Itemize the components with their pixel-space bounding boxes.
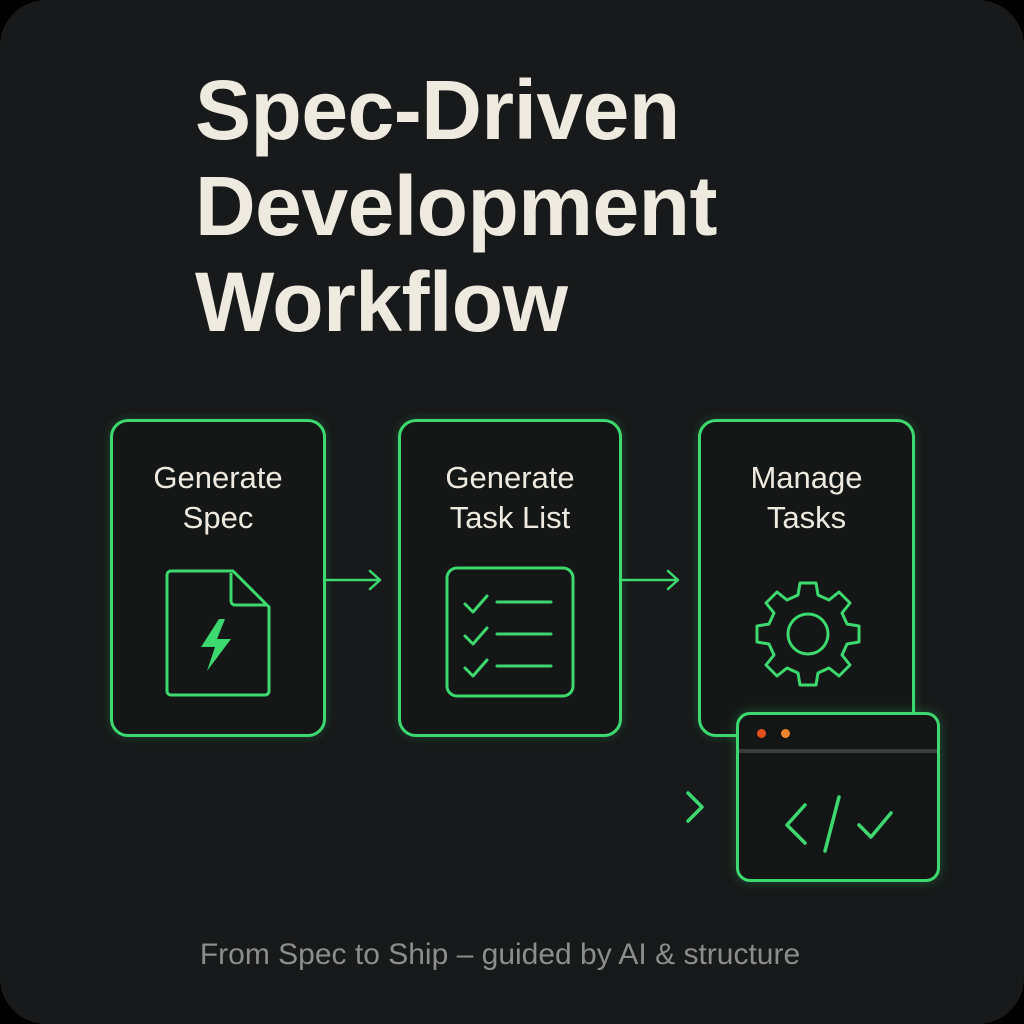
step-label: Manage Tasks <box>701 458 912 538</box>
step-label: Generate Spec <box>113 458 323 538</box>
step-card-manage-tasks: Manage Tasks <box>698 419 915 737</box>
arrow-to-code-icon <box>430 791 704 823</box>
title-line-1: Spec-Driven <box>195 63 680 157</box>
step-label-line: Generate <box>153 460 283 495</box>
arrow-icon <box>326 569 382 591</box>
gear-icon <box>755 581 861 687</box>
step-card-generate-spec: Generate Spec <box>110 419 326 737</box>
step-label-line: Spec <box>182 500 254 535</box>
title-line-3: Workflow <box>195 255 568 349</box>
window-titlebar-divider <box>739 749 937 753</box>
code-check-icon <box>785 795 893 853</box>
arrow-icon <box>622 569 680 591</box>
window-dot-red <box>757 729 766 738</box>
step-label-line: Tasks <box>766 500 847 535</box>
step-card-generate-task-list: Generate Task List <box>398 419 622 737</box>
footer-tagline: From Spec to Ship – guided by AI & struc… <box>199 938 801 971</box>
lightning-document-icon <box>165 569 271 697</box>
checklist-icon <box>445 566 575 698</box>
step-label-line: Generate <box>445 460 575 495</box>
window-dot-orange <box>781 729 790 738</box>
step-label: Generate Task List <box>401 458 619 538</box>
step-label-line: Manage <box>750 460 863 495</box>
step-label-line: Task List <box>449 500 571 535</box>
code-window <box>736 712 940 882</box>
title-line-2: Development <box>195 159 717 253</box>
page-title: Spec-Driven Development Workflow <box>195 62 717 350</box>
